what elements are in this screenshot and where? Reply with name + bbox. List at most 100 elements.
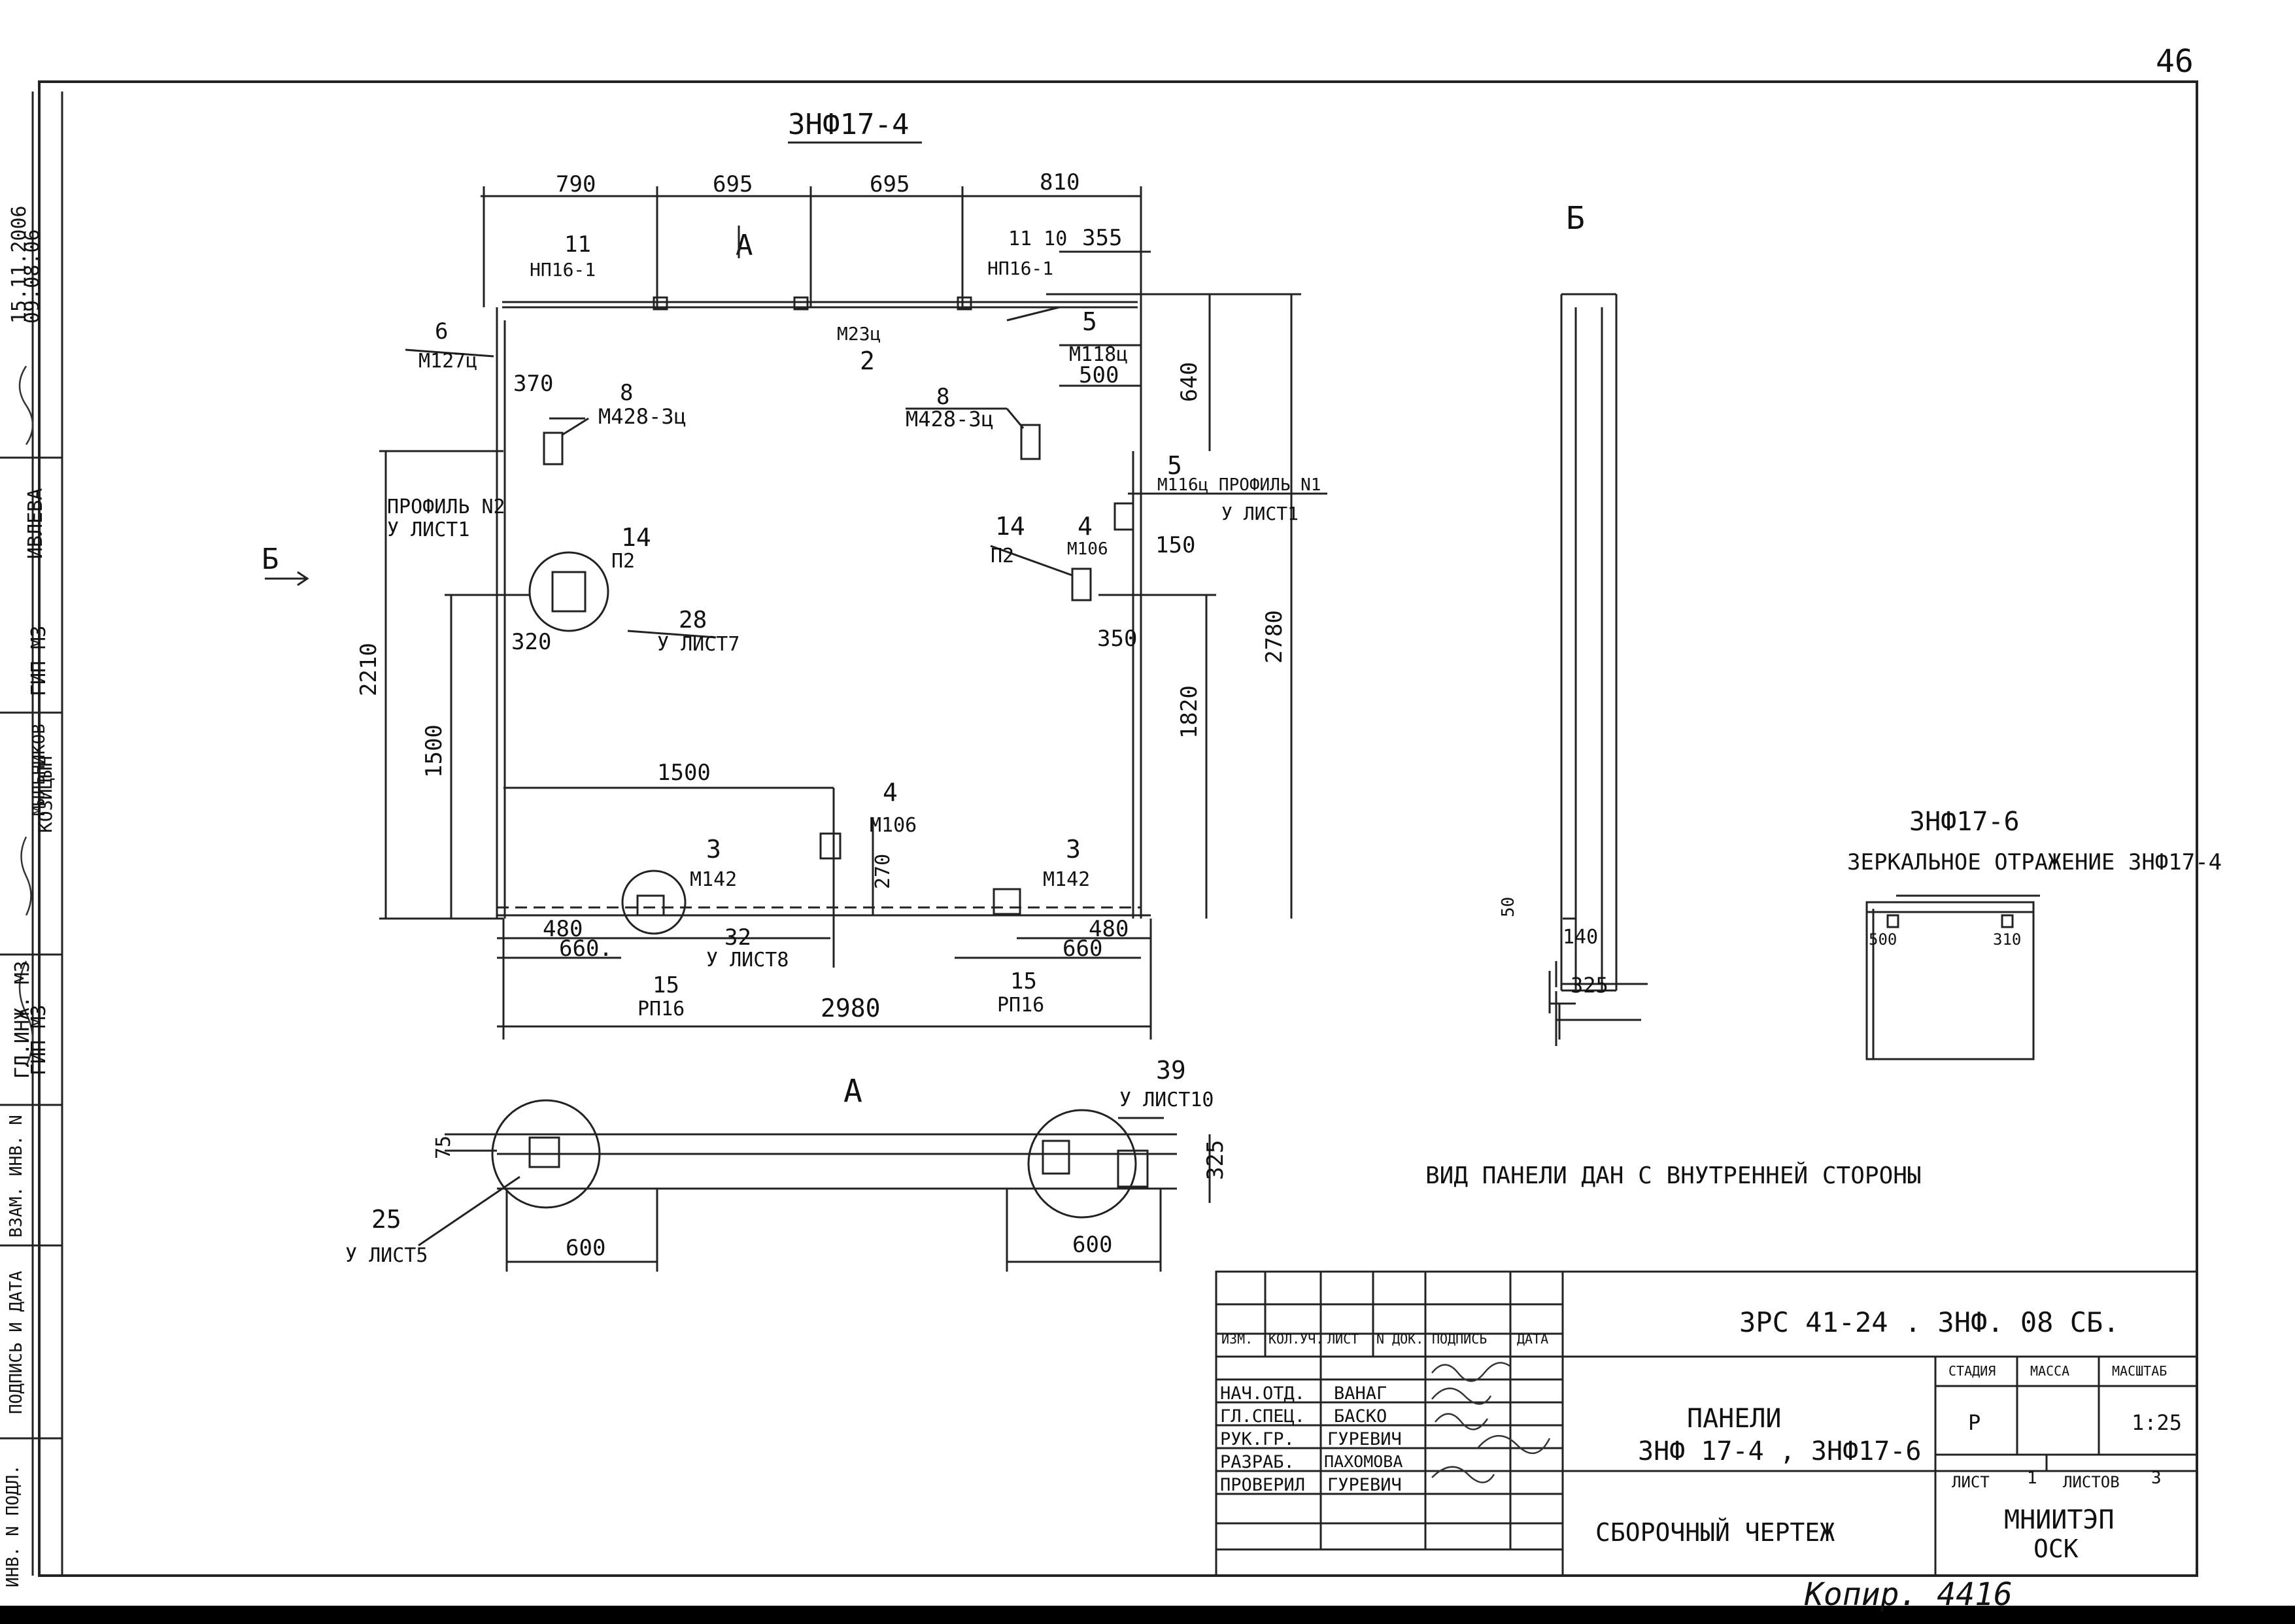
page-number: 46 — [2156, 43, 2194, 80]
callout-28-num: 28 — [679, 607, 707, 634]
side-stamp-date-1: 09.08.06 — [21, 229, 44, 324]
view-b — [1548, 293, 1648, 1046]
callout-32-mark: У ЛИСТ8 — [706, 949, 789, 972]
dim-370: 370 — [513, 371, 553, 397]
tb-role-1: ГЛ.СПЕЦ. — [1220, 1406, 1306, 1427]
tb-role-0: НАЧ.ОТД. — [1220, 1383, 1306, 1404]
side-stamp-frame — [0, 92, 63, 1576]
tb-name-2: ГУРЕВИЧ — [1327, 1429, 1402, 1449]
tb-sheets-label: ЛИСТОВ — [2063, 1473, 2120, 1491]
dim-2210: 2210 — [356, 643, 382, 696]
dim-1500-horizontal: 1500 — [657, 760, 711, 786]
view-a-title: А — [843, 1073, 862, 1109]
dim-1500-vertical: 1500 — [421, 724, 447, 778]
mirror-title: ЗНФ17-6 — [1909, 807, 2020, 837]
dim-270: 270 — [872, 854, 894, 889]
callout-25-num: 25 — [371, 1205, 401, 1234]
main-view — [379, 186, 1327, 1040]
tb-role-4: ПРОВЕРИЛ — [1220, 1475, 1306, 1495]
profile-n2-label: ПРОФИЛЬ N2 — [387, 496, 505, 518]
dim-480-left: 480 — [543, 916, 583, 942]
dim-1820: 1820 — [1176, 685, 1202, 739]
mirror-dim-500: 500 — [1869, 930, 1897, 949]
dim-695-b: 695 — [870, 171, 910, 197]
callout-4-bottom-num: 4 — [883, 778, 898, 807]
arrow-b-icon — [265, 571, 309, 586]
mirror-note: ЗЕРКАЛЬНОЕ ОТРАЖЕНИЕ ЗНФ17-4 — [1847, 849, 2222, 875]
tb-header-izm: ИЗМ. — [1221, 1331, 1253, 1347]
sheet-frame — [38, 80, 2198, 1577]
tb-org-line2: ОСК — [2033, 1534, 2079, 1563]
dim-350: 350 — [1097, 626, 1137, 652]
callout-15-right-mark: РП16 — [997, 994, 1044, 1017]
side-stamp-col-1: ПОДПИСЬ И ДАТА — [7, 1270, 26, 1414]
tb-header-kol: КОЛ.УЧ. — [1268, 1331, 1324, 1347]
callout-14-right-mark: П2 — [991, 545, 1014, 567]
tb-org-line1: МНИИТЭП — [2004, 1505, 2115, 1535]
tb-sheet-value: 1 — [2027, 1468, 2037, 1488]
tb-header-list: ЛИСТ — [1327, 1331, 1359, 1347]
dim-2780: 2780 — [1261, 610, 1287, 664]
dim-660-right: 660 — [1062, 936, 1102, 962]
arrow-b-label: Б — [262, 543, 279, 576]
callout-3-right-num: 3 — [1066, 835, 1081, 864]
callout-6-num: 6 — [435, 318, 448, 345]
callout-15-right-num: 15 — [1010, 968, 1037, 994]
callout-8-left-num: 8 — [620, 380, 633, 406]
dim-320: 320 — [511, 629, 551, 655]
callout-8-left-mark: М428-3ц — [598, 404, 687, 429]
callout-2-num: 2 — [860, 347, 875, 375]
tb-stage-label: СТАДИЯ — [1948, 1363, 1996, 1379]
tb-sheets-value: 3 — [2151, 1468, 2162, 1488]
callout-5b-mark: М116ц ПРОФИЛЬ N1 — [1157, 475, 1321, 495]
callout-11-10-mark: НП16-1 — [987, 258, 1053, 279]
side-stamp-name-1: МЫЛЬНИКОВ — [29, 724, 49, 816]
dim-790: 790 — [556, 171, 596, 197]
tb-mass-label: МАССА — [2030, 1363, 2070, 1379]
dim-355: 355 — [1082, 225, 1122, 251]
view-a-dim-75: 75 — [432, 1136, 455, 1159]
view-a-dim-600-left: 600 — [566, 1235, 605, 1261]
mirror-dim-310: 310 — [1993, 930, 2021, 949]
callout-4-top-num: 4 — [1078, 512, 1093, 541]
dim-150: 150 — [1155, 532, 1195, 558]
tb-stage-value: Р — [1968, 1410, 1981, 1435]
view-b-dim-50: 50 — [1499, 897, 1518, 917]
callout-5b-num: 5 — [1167, 451, 1182, 480]
signatures — [18, 365, 1551, 1483]
mirror-view — [1865, 894, 2040, 1060]
callout-4-top-mark: М106 — [1067, 539, 1108, 559]
copy-note: Копир. 4416 — [1804, 1576, 2013, 1613]
callout-14-left-mark: П2 — [611, 550, 635, 573]
side-stamp-name-2: ИВЛЕВА — [24, 488, 47, 559]
side-stamp-role-1: ГИП М3 — [27, 1004, 50, 1075]
callout-14-right-num: 14 — [995, 512, 1025, 541]
tb-title-line1: ПАНЕЛИ — [1687, 1404, 1782, 1434]
callout-3-left-num: 3 — [706, 835, 721, 864]
side-stamp-col-2: ВЗАМ. ИНВ. N — [7, 1115, 26, 1238]
main-view-title: ЗНФ17-4 — [788, 108, 909, 141]
dim-660-left: 660. — [559, 936, 613, 962]
callout-32-num: 32 — [724, 924, 751, 951]
tb-scale-value: 1:25 — [2132, 1410, 2183, 1435]
callout-39-num: 39 — [1156, 1056, 1186, 1085]
view-b-title: Б — [1566, 200, 1585, 237]
tb-sheet-label: ЛИСТ — [1952, 1473, 1990, 1491]
inner-side-note: ВИД ПАНЕЛИ ДАН С ВНУТРЕННЕЙ СТОРОНЫ — [1425, 1162, 1922, 1189]
tb-scale-label: МАСШТАБ — [2112, 1363, 2168, 1379]
tb-title-line2: ЗНФ 17-4 , ЗНФ17-6 — [1638, 1436, 1922, 1466]
callout-3-right-mark: М142 — [1043, 868, 1090, 891]
view-b-dim-325: 325 — [1571, 973, 1608, 998]
dim-810: 810 — [1040, 169, 1080, 195]
tb-header-data: ДАТА — [1517, 1331, 1549, 1347]
callout-8-right-mark: М428-3ц — [906, 407, 994, 431]
callout-39-sheet: У ЛИСТ10 — [1119, 1089, 1214, 1111]
callout-11-10-num: 11 10 — [1008, 228, 1067, 250]
callout-15-left-mark: РП16 — [638, 998, 685, 1021]
callout-6-mark: М127ц — [418, 350, 477, 373]
callout-5-num: 5 — [1082, 307, 1097, 336]
tb-name-1: БАСКО — [1334, 1406, 1387, 1427]
dim-695-a: 695 — [713, 171, 753, 197]
callout-15-left-num: 15 — [653, 972, 679, 998]
